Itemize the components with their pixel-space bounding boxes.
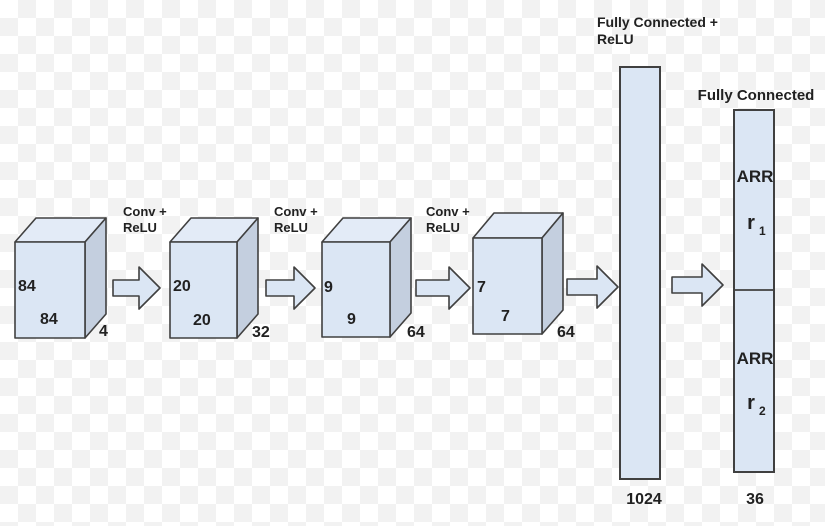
fc2-layer: Fully Connected ARR r 1 ARR r 2 36	[698, 87, 815, 508]
fc2-rect	[733, 109, 775, 473]
fc2-section1-sub: 1	[759, 224, 766, 238]
conv-relu-label-2-line2: ReLU	[274, 220, 308, 235]
box3-depth-label: 64	[407, 324, 425, 341]
fc2-section-r2: ARR r 2	[737, 349, 774, 418]
fc2-section-r1: ARR r 1	[737, 167, 774, 238]
box2-width-label: 20	[193, 312, 211, 329]
fc2-section2-sub: 2	[759, 404, 766, 418]
conv-layer-box-1: 84 84 4	[14, 217, 108, 340]
right-arrow-icon	[566, 265, 619, 309]
box3-front-face	[321, 241, 391, 338]
right-arrow-icon	[671, 263, 724, 307]
conv-layer-box-2: 20 20 32	[169, 217, 270, 341]
fc1-units-label: 1024	[626, 491, 662, 508]
box4-width-label: 7	[501, 308, 510, 325]
conv-relu-label-1-line2: ReLU	[123, 220, 157, 235]
box2-depth-label: 32	[252, 324, 270, 341]
fc2-section2-title: ARR	[737, 349, 774, 368]
fc1-layer: Fully Connected + ReLU 1024	[597, 14, 718, 508]
conv-relu-label-3-line1: Conv +	[426, 204, 470, 219]
conv-arrow-1: Conv + ReLU	[112, 204, 167, 310]
fc1-label-line1: Fully Connected +	[597, 14, 718, 30]
fc2-section2-var: r	[747, 392, 755, 414]
box4-front-face	[472, 237, 543, 335]
box1-height-label: 84	[18, 278, 36, 295]
fc1-label-line2: ReLU	[597, 31, 634, 47]
fc2-label: Fully Connected	[698, 87, 815, 104]
conv-relu-label-2-line1: Conv +	[274, 204, 318, 219]
right-arrow-icon	[415, 266, 471, 310]
right-arrow-icon	[265, 266, 316, 310]
box3-width-label: 9	[347, 311, 356, 328]
box1-front-face	[14, 241, 86, 339]
right-arrow-icon	[112, 266, 161, 310]
conv-relu-label-3-line2: ReLU	[426, 220, 460, 235]
box2-height-label: 20	[173, 278, 191, 295]
box4-depth-label: 64	[557, 324, 575, 341]
fc1-arrow	[566, 265, 619, 309]
fc2-units-label: 36	[746, 491, 764, 508]
fc2-section1-title: ARR	[737, 167, 774, 186]
fc2-arrow	[671, 263, 724, 307]
fc2-section1-var: r	[747, 212, 755, 234]
box3-height-label: 9	[324, 279, 333, 296]
conv-arrow-3: Conv + ReLU	[415, 204, 471, 310]
box1-width-label: 84	[40, 311, 58, 328]
box1-depth-label: 4	[99, 323, 108, 340]
conv-relu-label-1-line1: Conv +	[123, 204, 167, 219]
conv-layer-box-3: 9 9 64	[321, 217, 425, 341]
box2-front-face	[169, 241, 238, 339]
box4-height-label: 7	[477, 279, 486, 296]
conv-arrow-2: Conv + ReLU	[265, 204, 318, 310]
conv-layer-box-4: 7 7 64	[472, 212, 575, 341]
fc1-rect	[619, 66, 661, 480]
